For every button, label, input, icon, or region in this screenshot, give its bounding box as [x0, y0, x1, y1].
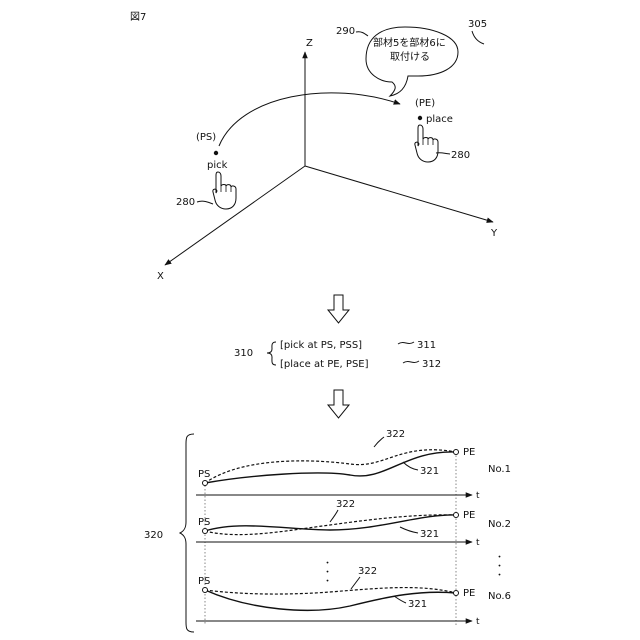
command-pick-leader: [398, 342, 414, 344]
bubble-leader: [356, 32, 368, 36]
end-point-label: place: [426, 114, 453, 125]
trajectory-panel-2: t PS PE 322 321 No.2: [196, 499, 511, 548]
panel-label: No.1: [488, 464, 511, 475]
command-pick-ref: 311: [417, 340, 436, 351]
time-axis-label: t: [476, 538, 480, 548]
end-label: PE: [463, 447, 475, 458]
y-axis: [305, 166, 493, 222]
solid-trajectory-ref: 321: [420, 466, 439, 477]
ellipsis-right: ・・・: [493, 552, 503, 579]
command-pick: [pick at PS, PSS]: [280, 340, 362, 351]
start-hand-icon: [213, 172, 236, 209]
end-marker: [454, 591, 459, 596]
down-arrow-icon: [328, 295, 349, 323]
dashed-trajectory-ref: 322: [336, 499, 355, 510]
program-brace: [267, 342, 276, 365]
panel-label: No.2: [488, 519, 511, 530]
y-axis-label: Y: [490, 228, 498, 239]
solid-trajectory-ref: 321: [408, 599, 427, 610]
end-label: PE: [463, 588, 475, 599]
time-axis-label: t: [476, 617, 480, 627]
command-place: [place at PE, PSE]: [280, 359, 369, 370]
scene-leader: [472, 31, 484, 44]
dashed-ref-leader: [351, 577, 360, 589]
bubble-text-line1: 部材5を部材6に: [373, 36, 446, 49]
dashed-trajectory: [205, 515, 456, 535]
start-marker: [203, 588, 208, 593]
bubble-ref: 290: [336, 26, 355, 37]
trajectory-panel-1: t PS PE 322 321 No.1: [196, 429, 511, 501]
solid-ref-leader: [400, 527, 418, 533]
command-place-ref: 312: [422, 359, 441, 370]
start-point-label: pick: [207, 160, 228, 171]
figure-title: 図7: [130, 11, 146, 23]
start-label: PS: [198, 576, 210, 587]
end-hand-icon: [415, 125, 438, 162]
start-hand-leader: [197, 201, 213, 204]
trajectory-group-brace: [180, 434, 194, 632]
trajectory-group-ref: 320: [144, 530, 163, 541]
scene-ref: 305: [468, 19, 487, 30]
end-marker: [454, 450, 459, 455]
end-marker: [454, 513, 459, 518]
start-label: PS: [198, 517, 210, 528]
trajectory-panel-6: t PS PE 322 321 No.6: [196, 566, 511, 627]
program-block: 310 [pick at PS, PSS] 311 [place at PE, …: [234, 340, 441, 370]
start-marker: [203, 529, 208, 534]
start-marker: [203, 481, 208, 486]
solid-trajectory: [205, 515, 456, 531]
panel-label: No.6: [488, 591, 511, 602]
solid-trajectory-ref: 321: [420, 529, 439, 540]
down-arrow-icon: [328, 390, 349, 418]
start-label: PS: [198, 469, 210, 480]
command-place-leader: [403, 361, 419, 363]
x-axis: [165, 166, 305, 265]
start-hand-ref: 280: [176, 197, 195, 208]
dashed-trajectory-ref: 322: [358, 566, 377, 577]
end-label: PE: [463, 510, 475, 521]
ellipsis-middle: ・・・: [321, 558, 331, 585]
start-point-dot: [214, 151, 218, 155]
dashed-trajectory-ref: 322: [386, 429, 405, 440]
dashed-ref-leader: [330, 510, 338, 522]
x-axis-label: X: [157, 271, 164, 282]
trajectory-section: 320 t PS PE 322 321 No.1 t: [144, 429, 511, 632]
time-axis-label: t: [476, 491, 480, 501]
z-axis-label: Z: [306, 38, 313, 49]
end-point-tag: (PE): [415, 98, 435, 109]
dashed-ref-leader: [374, 437, 384, 447]
end-hand-ref: 280: [451, 150, 470, 161]
start-point-tag: (PS): [196, 132, 216, 143]
bubble-text-line2: 取付ける: [390, 50, 430, 63]
motion-arc: [219, 93, 400, 146]
end-point-dot: [418, 116, 422, 120]
space-diagram: Z Y X (PS) pick 280 (PE) place 280 部材5を部…: [157, 19, 498, 282]
program-ref: 310: [234, 348, 253, 359]
solid-ref-leader: [403, 462, 418, 470]
solid-ref-leader: [394, 596, 406, 603]
